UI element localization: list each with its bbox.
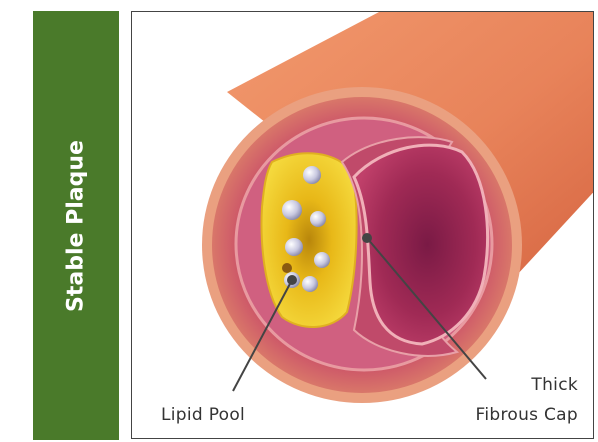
- lipid-cell: [285, 238, 303, 256]
- lipid-cell: [303, 166, 321, 184]
- lipid-pool-pointer-dot: [287, 275, 297, 285]
- lipid-pool-label: Lipid Pool: [161, 405, 245, 425]
- diagram-title: Stable Plaque: [64, 140, 89, 312]
- lipid-cell: [282, 200, 302, 220]
- artery-illustration: [132, 12, 594, 439]
- illustration-frame: Lipid Pool Thick Fibrous Cap: [131, 11, 594, 439]
- lipid-core: [282, 263, 292, 273]
- fibrous-cap-pointer-dot: [362, 233, 372, 243]
- fibrous-cap-label: Fibrous Cap: [476, 405, 579, 425]
- lipid-cell: [310, 211, 326, 227]
- lipid-cell: [302, 276, 318, 292]
- thick-label: Thick: [531, 375, 578, 395]
- lipid-cell: [314, 252, 330, 268]
